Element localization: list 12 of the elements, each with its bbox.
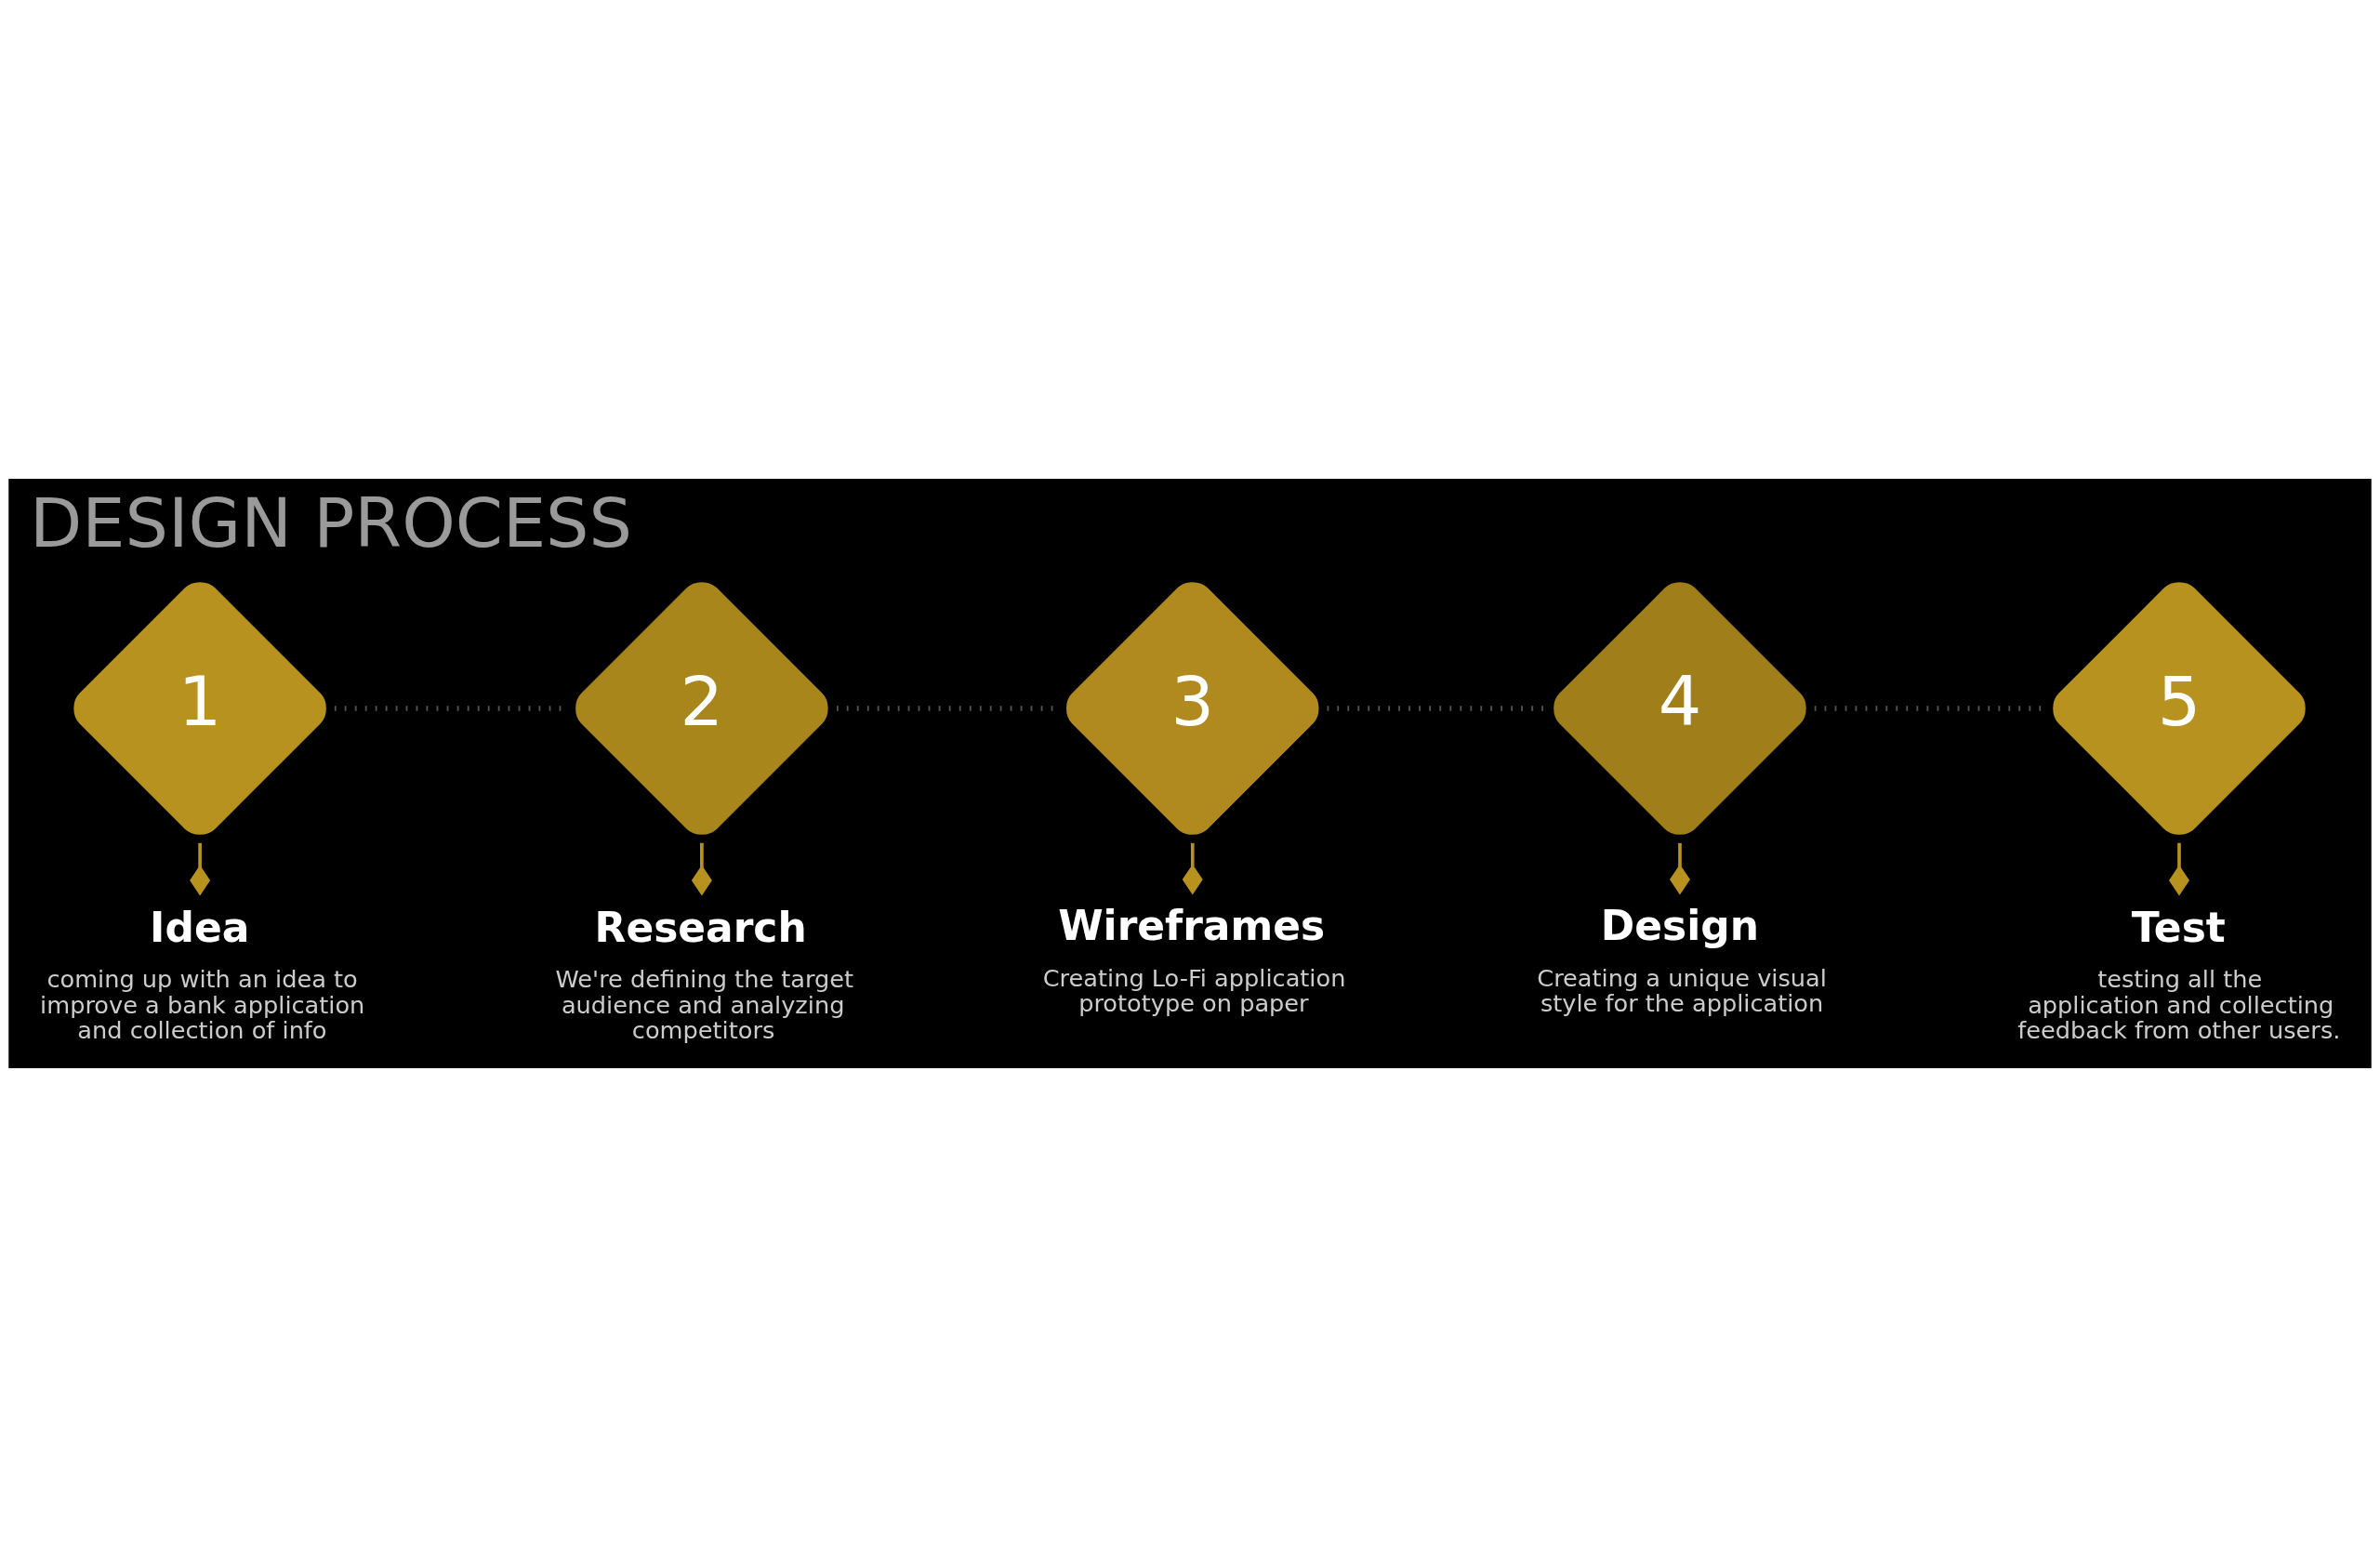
node-label: testing all the application and collecting feedback from other users. <box>2017 965 2341 1045</box>
node-label: Wireframes <box>1058 902 1326 950</box>
node-label: Research <box>594 904 807 952</box>
node-label: Idea <box>150 904 250 952</box>
node-label: Creating Lo-Fi application prototype on paper <box>1042 963 1346 1018</box>
node-label: Creating a unique visual style for the application <box>1537 963 1827 1018</box>
node-label: Design <box>1600 902 1759 950</box>
diagram-title: DESIGN PROCESS <box>29 483 633 563</box>
connector <box>1327 706 1545 711</box>
node-label: We're defining the target audience and analyzing competitors <box>555 965 854 1045</box>
node-label: Test <box>2131 904 2226 952</box>
node-label: coming up with an idea to improve a bank application and collection of info <box>40 965 365 1045</box>
